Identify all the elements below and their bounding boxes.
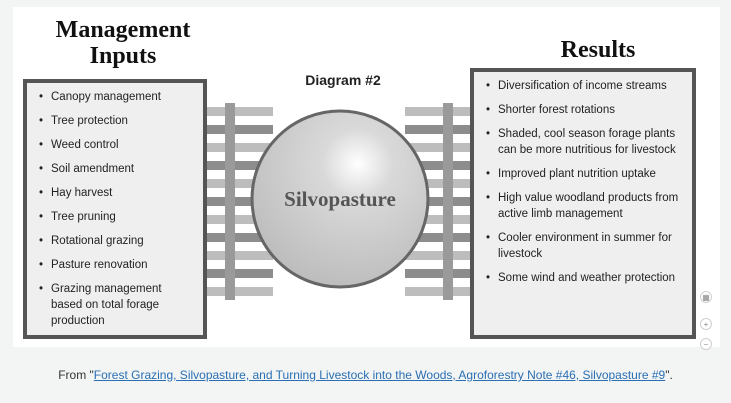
caption-suffix: ".: [665, 368, 673, 382]
heading-text: Management Inputs: [55, 17, 191, 70]
list-item: Grazing management based on total forage…: [37, 281, 195, 329]
list-item: Some wind and weather protection: [484, 270, 684, 286]
connector-band: [405, 215, 470, 224]
list-item: Soil amendment: [37, 161, 195, 177]
list-item: Hay harvest: [37, 185, 195, 201]
left-connector-bands: [207, 103, 273, 300]
connector-band: [207, 233, 273, 242]
connector-band: [405, 269, 470, 278]
connector-band: [405, 179, 470, 188]
right-connector-bands: [405, 103, 470, 300]
zoom-out-button[interactable]: −: [700, 338, 712, 350]
center-label: Silvopasture: [284, 187, 396, 211]
source-caption: From "Forest Grazing, Silvopasture, and …: [0, 368, 731, 382]
list-item: Tree protection: [37, 113, 195, 129]
list-item: Diversification of income streams: [484, 78, 684, 94]
list-item: Weed control: [37, 137, 195, 153]
diagram-figure: Silvopasture Management Inputs Results D…: [13, 7, 720, 347]
connector-ridge: [443, 103, 453, 300]
connector-band: [207, 197, 273, 206]
connector-band: [207, 269, 273, 278]
connector-band: [405, 161, 470, 170]
results-panel: Diversification of income streamsShorter…: [470, 68, 696, 339]
inputs-panel: Canopy managementTree protectionWeed con…: [23, 79, 207, 339]
list-item: Rotational grazing: [37, 233, 195, 249]
connector-band: [207, 125, 273, 134]
results-heading: Results: [560, 37, 636, 63]
list-item: Canopy management: [37, 89, 195, 105]
connector-band: [405, 143, 470, 152]
connector-band: [405, 287, 470, 296]
list-item: Improved plant nutrition uptake: [484, 166, 684, 182]
list-item: Cooler environment in summer for livesto…: [484, 230, 684, 262]
results-list: Diversification of income streamsShorter…: [484, 78, 684, 286]
list-item: High value woodland products from active…: [484, 190, 684, 222]
source-link[interactable]: Forest Grazing, Silvopasture, and Turnin…: [93, 368, 666, 382]
diagram-title: Diagram #2: [305, 72, 381, 88]
list-item: Tree pruning: [37, 209, 195, 225]
connector-band: [207, 107, 273, 116]
management-inputs-heading: Management Inputs: [33, 17, 213, 70]
connector-band: [207, 251, 273, 260]
connector-graphic: Silvopasture: [207, 103, 470, 300]
connector-band: [405, 125, 470, 134]
connector-band: [207, 179, 273, 188]
connector-band: [405, 107, 470, 116]
inputs-list: Canopy managementTree protectionWeed con…: [37, 89, 195, 329]
expand-icon[interactable]: ▦: [700, 291, 712, 303]
connector-band: [405, 233, 470, 242]
list-item: Shorter forest rotations: [484, 102, 684, 118]
connector-band: [405, 197, 470, 206]
connector-band: [207, 161, 273, 170]
connector-band: [207, 287, 273, 296]
connector-band: [207, 215, 273, 224]
zoom-in-button[interactable]: +: [700, 318, 712, 330]
list-item: Shaded, cool season forage plants can be…: [484, 126, 684, 158]
connector-band: [207, 143, 273, 152]
caption-prefix: From ": [58, 368, 94, 382]
center-circle: [250, 109, 430, 289]
connector-band: [405, 251, 470, 260]
connector-ridge: [225, 103, 235, 300]
list-item: Pasture renovation: [37, 257, 195, 273]
